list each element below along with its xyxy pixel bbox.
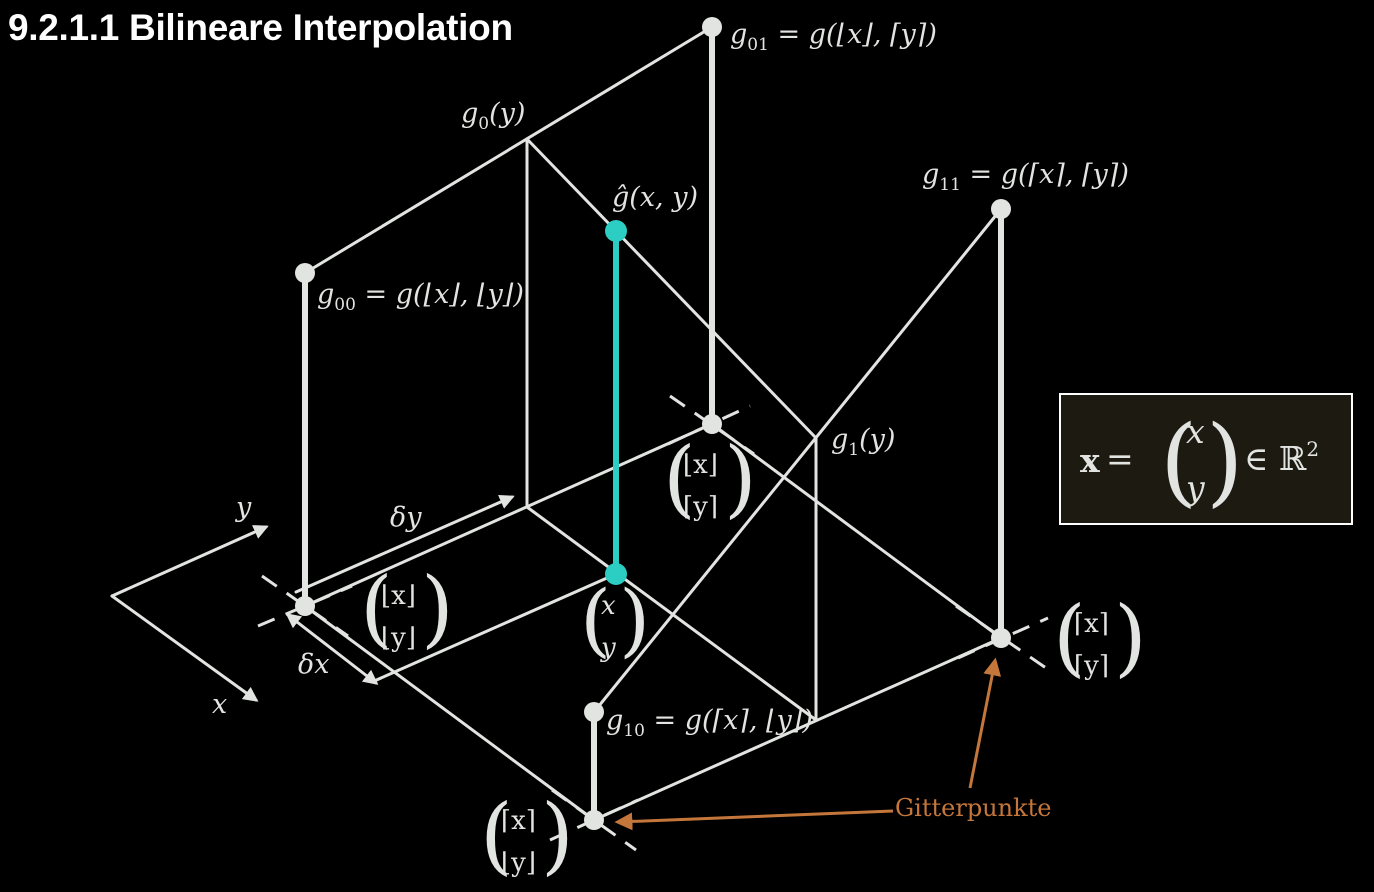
grid-vector-floor-x-ceil-y: ( ⌊x⌋ ⌈y⌉ ) [663,429,757,527]
tick-01-a [669,394,755,456]
vector-top: ⌊x⌋ [683,450,718,480]
grid-point-00 [295,596,315,616]
tick-00-a [261,574,349,638]
edge-g0y-g1y [525,137,818,440]
label-g0y: g0(y) [461,98,525,134]
point-g01 [702,17,722,37]
vector-top: ⌈x⌉ [501,806,536,836]
annotation-label: Gitterpunkte [895,794,1051,822]
grid-vector-xy: ( x y ) [580,573,650,666]
edge-g00-g01 [303,25,714,275]
annotation-arrow-left [614,809,894,831]
value-labels: g01 = g(⌊x⌋, ⌈y⌉) g0(y) g11 = g(⌈x⌉, ⌈y⌉… [317,19,1129,741]
tick-11-b [957,616,1049,660]
vector-bottom: ⌊y⌋ [381,623,416,653]
vector-top: ⌈x⌉ [1074,609,1109,639]
base-line-dx [370,572,618,684]
vector-top: ⌊x⌋ [381,581,416,611]
value-posts [302,27,1004,820]
point-interpolated-value [605,220,627,242]
delta-y-label: δy [390,502,422,533]
label-g00: g00 = g(⌊x⌋, ⌊y⌋) [317,279,524,315]
grid-point-10 [584,810,604,830]
point-g10 [584,702,604,722]
paren-right: ) [724,429,757,527]
grid-vector-floor-x-floor-y: ( ⌊x⌋ ⌊y⌋ ) [360,559,454,657]
vector-bottom: y [600,633,616,663]
definition-box: x = ( x y ) ∈ ℝ2 [1059,393,1353,525]
delta-arrows: δy δx [285,494,515,685]
label-g-hat: ĝ(x, y) [612,182,698,213]
paren-right: ) [1114,588,1147,686]
coordinate-axes: y x [110,492,269,720]
paren-left: ( [663,429,696,527]
y-axis-arrow [110,525,269,598]
definition-set: ∈ ℝ2 [1244,437,1319,478]
base-edge-front-right [592,636,1003,822]
definition-box-frame [1059,393,1353,525]
edge-g10-g11 [592,207,1003,714]
points [295,17,1011,830]
definition-vector-top: x [1186,412,1205,451]
point-g11 [991,199,1011,219]
delta-y-arrow [294,494,515,594]
paren-left: ( [360,559,393,657]
y-axis-label: y [235,492,252,523]
base-edge-back-right [710,422,1003,640]
grid-vector-ceil-x-floor-y: ( ⌈x⌉ ⌊y⌋ ) [480,786,574,884]
paren-right: ) [421,559,454,657]
base-edge-back-left [303,422,714,608]
vector-bottom: ⌊y⌋ [501,848,536,878]
label-g10: g10 = g(⌈x⌉, ⌊y⌋) [606,705,813,741]
base-line-dy [525,505,818,722]
delta-x-label: δx [298,649,329,680]
definition-vector-bottom: y [1184,468,1205,507]
slide-title: 9.2.1.1 Bilineare Interpolation [8,7,513,48]
label-g1y: g1(y) [831,424,895,460]
point-g00 [295,263,315,283]
base-plane [303,422,1003,822]
tick-10-b [549,798,639,842]
grid-ticks [257,394,1049,852]
tick-00-b [257,584,353,628]
delta-x-arrow [285,613,379,685]
grid-point-01 [702,414,722,434]
tick-10-a [551,788,637,852]
vector-bottom: ⌈y⌉ [1074,651,1109,681]
definition-equals: = [1106,439,1134,478]
interpolation-structure [303,25,1003,722]
gitterpunkte-annotation: Gitterpunkte [614,657,1051,831]
definition-lhs: x [1080,441,1100,480]
paren-right: ) [619,573,650,666]
paren-left: ( [580,573,611,666]
paren-right: ) [541,786,574,884]
paren-left: ( [480,786,513,884]
x-axis-label: x [212,689,227,720]
definition-paren-left: ( [1160,405,1197,517]
grid-vector-ceil-x-ceil-y: ( ⌈x⌉ ⌈y⌉ ) [1053,588,1147,686]
paren-left: ( [1053,588,1086,686]
annotation-arrow-up [968,657,1002,789]
x-axis-arrow [110,594,259,702]
label-g01: g01 = g(⌊x⌋, ⌈y⌉) [730,19,937,55]
definition-paren-right: ) [1206,405,1243,517]
vector-top: x [601,591,616,621]
grid-point-11 [991,628,1011,648]
tick-11-a [955,604,1047,670]
vector-bottom: ⌈y⌉ [683,492,718,522]
label-g11: g11 = g(⌈x⌉, ⌈y⌉) [922,159,1129,195]
point-interpolated-position [605,563,627,585]
